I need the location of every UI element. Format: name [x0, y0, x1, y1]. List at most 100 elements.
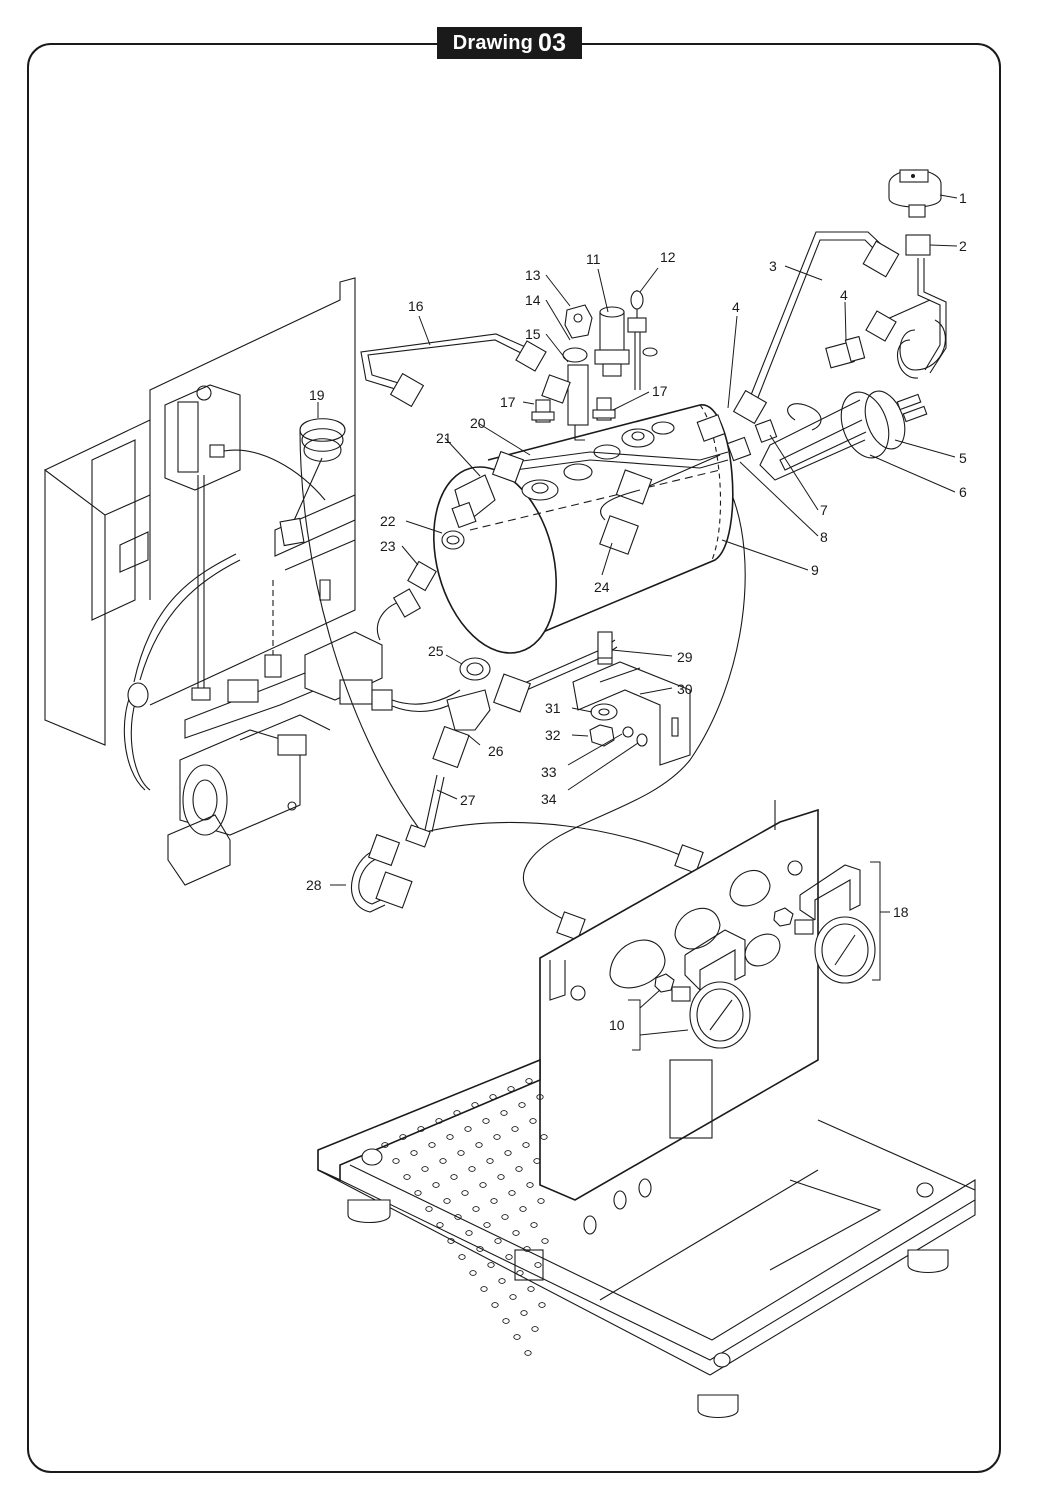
tray-hole: [519, 1206, 527, 1212]
tray-hole: [508, 1190, 516, 1196]
leader-lines: [317, 194, 958, 1051]
tray-hole: [457, 1150, 465, 1156]
heating-element: [696, 390, 928, 481]
callout-17-right: 17: [652, 383, 668, 399]
fitting-4-right: [825, 335, 866, 369]
tray-hole: [507, 1086, 515, 1092]
tray-hole: [439, 1158, 447, 1164]
drip-tray-perforations: [381, 1078, 549, 1356]
callout-18: 18: [893, 904, 909, 920]
tray-hole: [428, 1142, 436, 1148]
tray-hole: [454, 1214, 462, 1220]
callout-33: 33: [541, 764, 557, 780]
tray-hole: [465, 1230, 473, 1236]
tray-hole: [524, 1350, 532, 1356]
tube-16: [360, 333, 547, 408]
tray-hole: [497, 1174, 505, 1180]
tray-hole: [533, 1158, 541, 1164]
callout-14: 14: [525, 292, 541, 308]
tray-hole: [417, 1126, 425, 1132]
callout-23: 23: [380, 538, 396, 554]
tray-hole: [443, 1198, 451, 1204]
tray-hole: [435, 1118, 443, 1124]
tray-hole: [464, 1126, 472, 1132]
callout-27: 27: [460, 792, 476, 808]
tube-20: [491, 450, 729, 555]
callout-26: 26: [488, 743, 504, 759]
tray-hole: [436, 1222, 444, 1228]
callout-19: 19: [309, 387, 325, 403]
tray-hole: [414, 1190, 422, 1196]
tray-hole: [509, 1294, 517, 1300]
drip-tray: [317, 1058, 976, 1419]
tray-hole: [518, 1102, 526, 1108]
tray-hole: [531, 1326, 539, 1332]
callout-7: 7: [820, 502, 828, 518]
callout-28: 28: [306, 877, 322, 893]
tray-hole: [468, 1166, 476, 1172]
tray-hole: [500, 1110, 508, 1116]
tray-hole: [534, 1262, 542, 1268]
tray-hole: [480, 1286, 488, 1292]
tray-hole: [453, 1110, 461, 1116]
callout-20: 20: [470, 415, 486, 431]
level-probes-17: [531, 397, 616, 423]
tray-hole: [515, 1166, 523, 1172]
tray-hole: [432, 1182, 440, 1188]
tray-hole: [469, 1270, 477, 1276]
tray-hole: [410, 1150, 418, 1156]
tray-hole: [541, 1238, 549, 1244]
tray-hole: [505, 1254, 513, 1260]
bracket-with-valve: [164, 384, 326, 701]
tray-hole: [403, 1174, 411, 1180]
callout-22: 22: [380, 513, 396, 529]
tray-hole: [525, 1078, 533, 1084]
tray-hole: [501, 1214, 509, 1220]
coil-tube-19: [279, 418, 421, 831]
tray-hole: [471, 1102, 479, 1108]
tray-hole: [479, 1182, 487, 1188]
tray-hole: [381, 1142, 389, 1148]
valve-manifold: [184, 580, 463, 739]
tray-hole: [493, 1134, 501, 1140]
callout-1: 1: [959, 190, 967, 206]
tray-hole: [489, 1094, 497, 1100]
tray-hole: [520, 1310, 528, 1316]
top-valves: [541, 290, 658, 441]
callout-13: 13: [525, 267, 541, 283]
drawing-title-word: Drawing: [452, 31, 534, 54]
callout-24: 24: [594, 579, 610, 595]
lower-frame: [539, 800, 819, 1235]
tray-hole: [425, 1206, 433, 1212]
tube-3: [732, 231, 900, 425]
rear-frame-assembly: [44, 277, 356, 746]
tray-hole: [490, 1198, 498, 1204]
tray-hole: [486, 1158, 494, 1164]
tray-hole: [502, 1318, 510, 1324]
callout-17-left: 17: [500, 394, 516, 410]
tray-hole: [526, 1182, 534, 1188]
callout-34: 34: [541, 791, 557, 807]
callout-30: 30: [677, 681, 693, 697]
drawing-title: Drawing 03: [437, 27, 582, 59]
callout-9: 9: [811, 562, 819, 578]
tray-hole: [511, 1126, 519, 1132]
callout-4-left: 4: [732, 299, 740, 315]
tray-hole: [538, 1302, 546, 1308]
small-fittings-left: [407, 530, 491, 681]
tray-hole: [475, 1142, 483, 1148]
drawing-title-number: 03: [538, 28, 567, 57]
tray-hole: [482, 1118, 490, 1124]
capillary-tube: [424, 489, 746, 941]
tray-hole: [522, 1142, 530, 1148]
callout-21: 21: [436, 430, 452, 446]
callout-8: 8: [820, 529, 828, 545]
callout-16: 16: [408, 298, 424, 314]
pressure-gauge-18: [773, 864, 876, 984]
tray-hole: [399, 1134, 407, 1140]
tray-hole: [472, 1206, 480, 1212]
pressure-gauge-10: [654, 929, 751, 1049]
callout-3: 3: [769, 258, 777, 274]
callout-6: 6: [959, 484, 967, 500]
tray-hole: [487, 1262, 495, 1268]
